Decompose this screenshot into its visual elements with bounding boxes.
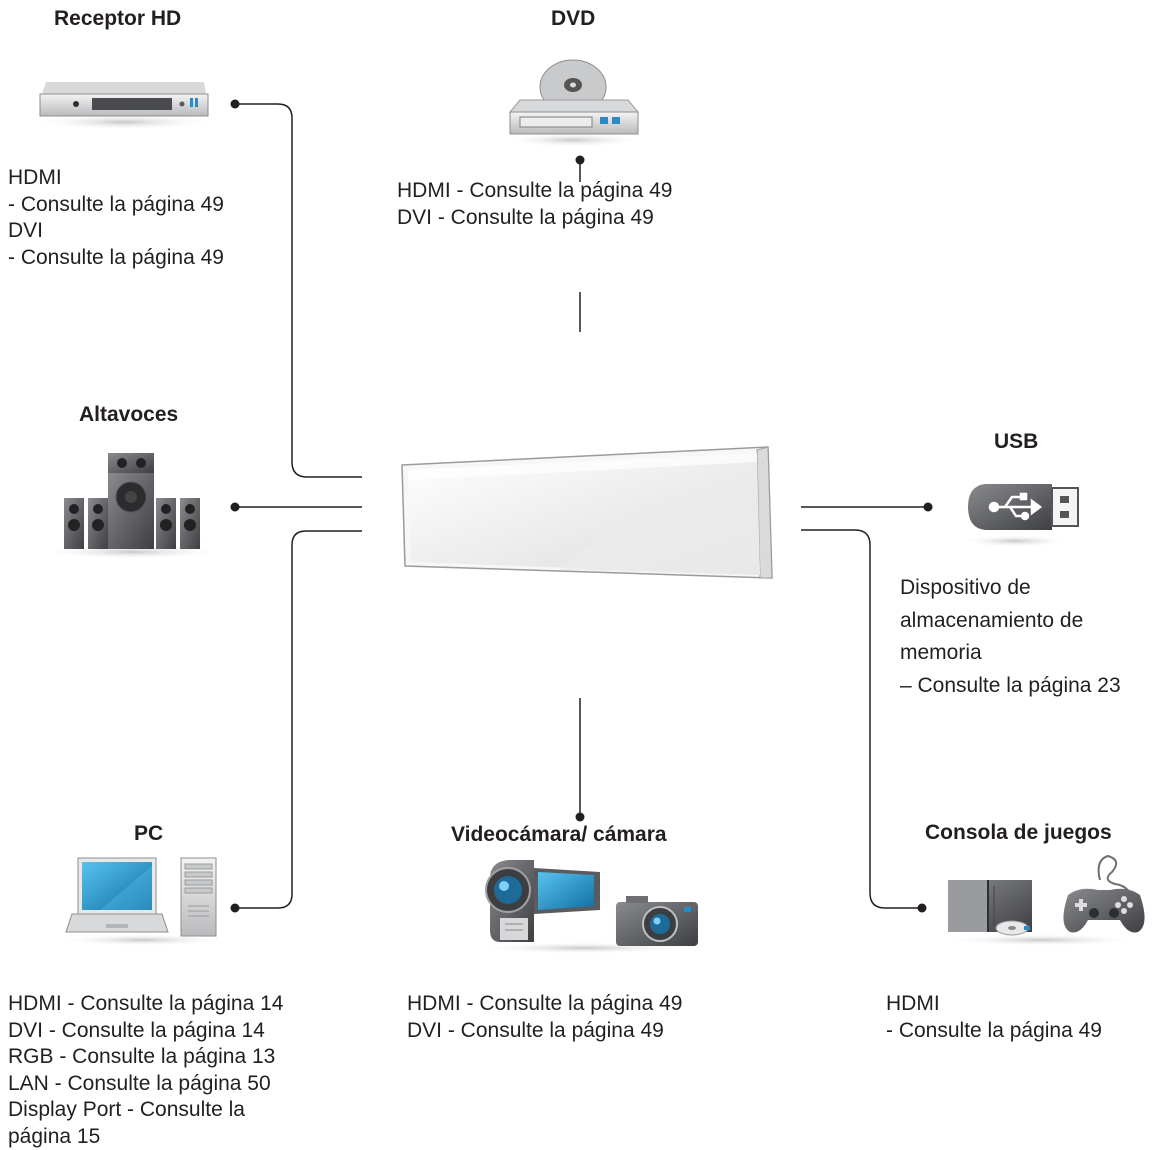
display-panel-icon [401, 446, 773, 579]
connection-dots [230, 99, 933, 913]
desc-usb: Dispositivo de almacenamiento de memoria… [900, 576, 1121, 697]
connection-lines [235, 103, 928, 909]
title-usb: USB [994, 430, 1039, 453]
camcorder-and-camera-icon [475, 860, 698, 954]
desc-pc: HDMI - Consulte la página 14 DVI - Consu… [8, 992, 284, 1148]
line-pc [235, 530, 362, 909]
title-altavoces: Altavoces [79, 403, 179, 426]
title-pc: PC [134, 822, 164, 845]
laptop-and-tower-icon [58, 857, 228, 946]
line-consola [801, 529, 922, 909]
speaker-system-icon [40, 453, 224, 559]
title-videocamara: Videocámara/ cámara [451, 823, 667, 846]
title-receptor-hd: Receptor HD [54, 7, 182, 30]
line-receptor-hd [235, 103, 362, 478]
desc-receptor-hd: HDMI - Consulte la página 49 DVI - Consu… [8, 166, 224, 269]
set-top-box-icon [32, 82, 216, 130]
desc-videocamara: HDMI - Consulte la página 49 DVI - Consu… [407, 992, 683, 1042]
desc-dvd: HDMI - Consulte la página 49 DVI - Consu… [397, 179, 673, 229]
title-dvd: DVD [551, 7, 596, 30]
desc-consola: HDMI - Consulte la página 49 [886, 992, 1102, 1042]
usb-drive-icon [960, 484, 1079, 547]
game-console-and-gamepad-icon [942, 854, 1145, 946]
title-consola: Consola de juegos [925, 821, 1112, 844]
dvd-player-icon [503, 59, 643, 147]
